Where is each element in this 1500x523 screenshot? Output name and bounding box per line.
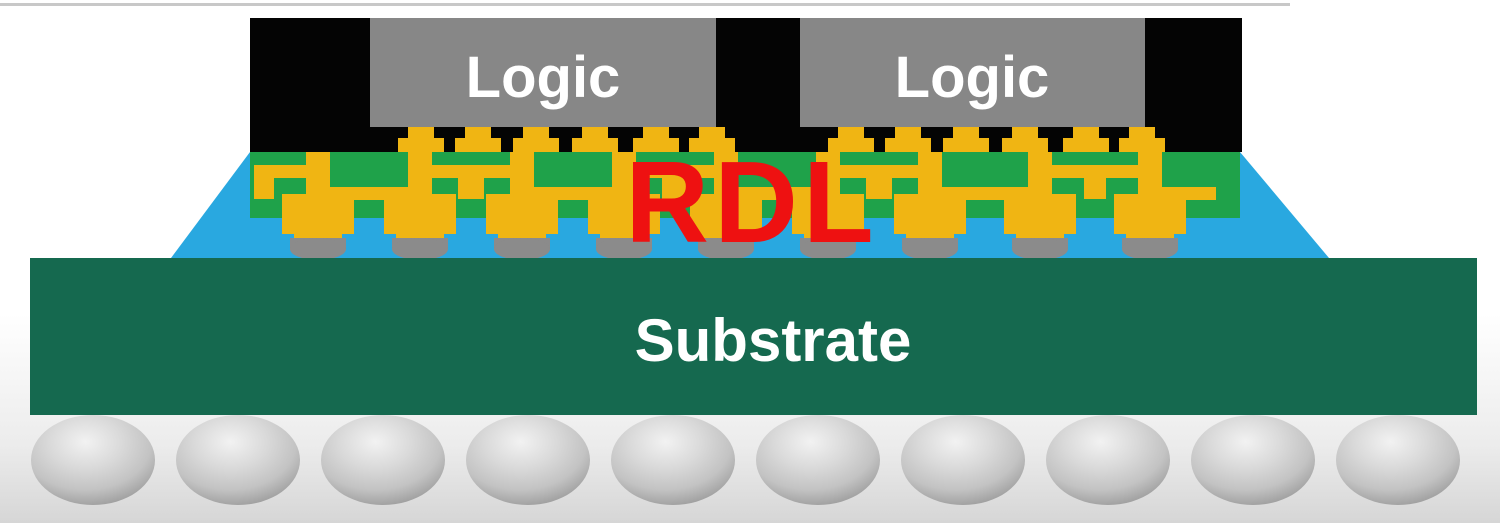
solder-cap [494, 238, 550, 260]
solder-ball [1191, 415, 1315, 505]
logic-die-right-label: Logic [895, 45, 1050, 110]
copper-pillar [282, 194, 354, 234]
logic-die-left [370, 18, 716, 127]
rdl-trace-jog [662, 165, 682, 199]
microbump-stem [582, 127, 608, 141]
solder-cap [290, 238, 346, 260]
microbump-stem [895, 127, 921, 141]
solder-cap [800, 238, 856, 260]
substrate-label: Substrate [635, 307, 912, 374]
microbump-pad [513, 138, 559, 152]
copper-pillar [1114, 194, 1186, 234]
solder-ball [611, 415, 735, 505]
rdl-trace-jog [1086, 165, 1106, 199]
microbump-pad [455, 138, 501, 152]
copper-pillar [1004, 194, 1076, 234]
solder-cap [902, 238, 958, 260]
microbump-pad [572, 138, 618, 152]
top-border-line [0, 3, 1290, 6]
microbump-stem [838, 127, 864, 141]
copper-pillar [894, 194, 966, 234]
microbump-stem [408, 127, 434, 141]
microbump-pad [885, 138, 931, 152]
rdl-trace-jog [458, 165, 478, 199]
solder-ball [176, 415, 300, 505]
solder-ball-row [31, 415, 1460, 505]
solder-cap [1012, 238, 1068, 260]
solder-cap [392, 238, 448, 260]
logic-die-left-label: Logic [466, 45, 621, 110]
copper-pillar [588, 194, 660, 234]
copper-pillar [792, 194, 864, 234]
solder-cap [596, 238, 652, 260]
solder-cap [1122, 238, 1178, 260]
microbump-pad [1063, 138, 1109, 152]
microbump-stem [1012, 127, 1038, 141]
microbump-pad [633, 138, 679, 152]
solder-cap [698, 238, 754, 260]
solder-ball [1336, 415, 1460, 505]
logic-die-right [800, 18, 1145, 127]
microbump-stem [643, 127, 669, 141]
copper-pillar [690, 194, 762, 234]
microbump-stem [699, 127, 725, 141]
solder-ball [31, 415, 155, 505]
solder-ball [1046, 415, 1170, 505]
rdl-trace-jog [254, 165, 274, 199]
copper-pillar-group [254, 150, 1216, 260]
microbump-group [398, 127, 1165, 152]
copper-pillar [384, 194, 456, 234]
microbump-stem [1073, 127, 1099, 141]
substrate-layer [30, 258, 1477, 415]
microbump-stem [523, 127, 549, 141]
solder-ball [466, 415, 590, 505]
microbump-pad [1119, 138, 1165, 152]
microbump-stem [1129, 127, 1155, 141]
copper-pillar [486, 194, 558, 234]
microbump-stem [465, 127, 491, 141]
solder-ball [756, 415, 880, 505]
solder-ball [901, 415, 1025, 505]
microbump-stem [953, 127, 979, 141]
rdl-trace-jog [866, 165, 886, 199]
microbump-pad [689, 138, 735, 152]
microbump-pad [828, 138, 874, 152]
microbump-pad [943, 138, 989, 152]
microbump-pad [1002, 138, 1048, 152]
microbump-pad [398, 138, 444, 152]
solder-ball [321, 415, 445, 505]
rdl-annotation: RDL [625, 137, 878, 267]
